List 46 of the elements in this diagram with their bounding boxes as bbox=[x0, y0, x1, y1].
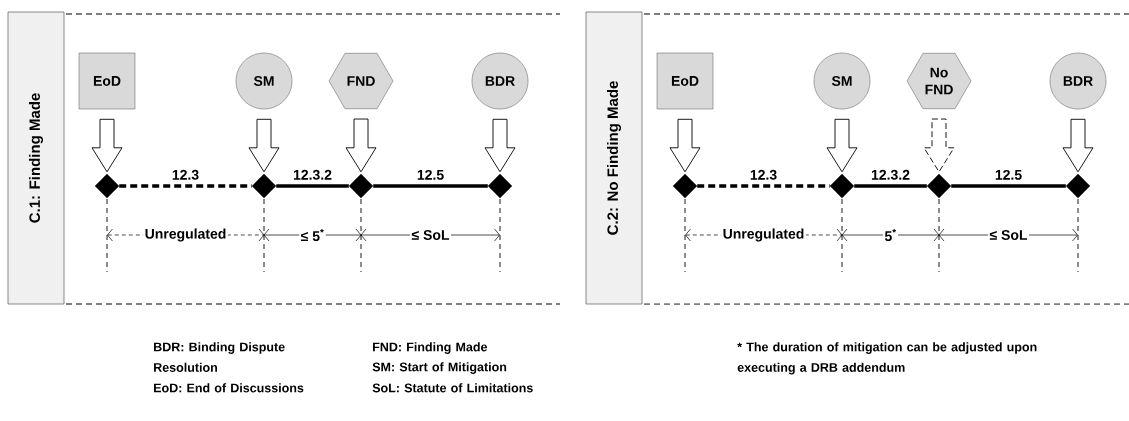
note-text: BDR: Binding Dispute Resolution bbox=[154, 342, 285, 372]
dimension-label: Unregulated bbox=[721, 226, 806, 244]
dimension-label: ≤ SoL bbox=[410, 228, 451, 242]
event-hexagon: FND bbox=[328, 53, 394, 109]
timeline-line bbox=[697, 184, 830, 188]
diamond-marker bbox=[251, 173, 277, 199]
timeline-line bbox=[276, 184, 349, 188]
edge-label: 12.5 bbox=[417, 169, 444, 180]
block-arrow bbox=[345, 118, 377, 173]
edge-label: 12.5 bbox=[995, 169, 1022, 180]
diamond-marker bbox=[348, 173, 374, 199]
panel-title-box: C.2: No Finding Made bbox=[585, 11, 643, 305]
event-box: EoD bbox=[656, 52, 714, 110]
diamond-marker bbox=[94, 173, 120, 199]
edge-label: 12.3 bbox=[172, 169, 199, 180]
block-arrow bbox=[91, 118, 123, 173]
diamond-marker bbox=[1065, 173, 1091, 199]
timeline-line bbox=[119, 184, 252, 188]
timeline-line bbox=[373, 184, 488, 188]
diamond-marker bbox=[672, 173, 698, 199]
note-text: SM: Start of Mitigation bbox=[372, 362, 507, 374]
diamond-marker bbox=[829, 173, 855, 199]
panel-title-box: C.1: Finding Made bbox=[7, 11, 65, 305]
note-text: * The duration of mitigation can be adjusted upon executing a DRB addendum bbox=[737, 342, 1037, 375]
dimension-label: ≤ 5$^{*}$ bbox=[299, 227, 326, 243]
diamond-marker bbox=[926, 173, 952, 199]
note-text: FND: Finding Made bbox=[373, 342, 488, 354]
edge-label: 12.3.2 bbox=[293, 169, 332, 180]
block-arrow bbox=[484, 118, 516, 173]
block-arrow bbox=[248, 118, 280, 173]
diamond-marker bbox=[487, 173, 513, 199]
dimension-label: ≤ SoL bbox=[988, 228, 1029, 242]
edge-label: 12.3 bbox=[750, 169, 777, 180]
edge-label: 12.3.2 bbox=[871, 169, 910, 180]
note-text: EoD: End of Discussions bbox=[154, 383, 304, 393]
block-arrow bbox=[826, 118, 858, 173]
note-text: SoL: Statute of Limitations bbox=[372, 383, 533, 393]
dimension-label: Unregulated bbox=[143, 226, 228, 244]
timeline-line bbox=[951, 184, 1066, 188]
event-hexagon: No FND bbox=[906, 53, 972, 109]
dimension-label: 5$^{*}$ bbox=[882, 227, 899, 243]
event-box: EoD bbox=[78, 52, 136, 110]
timeline-line bbox=[854, 184, 927, 188]
block-arrow bbox=[1062, 118, 1094, 173]
block-arrow bbox=[669, 118, 701, 173]
block-arrow bbox=[923, 118, 955, 173]
